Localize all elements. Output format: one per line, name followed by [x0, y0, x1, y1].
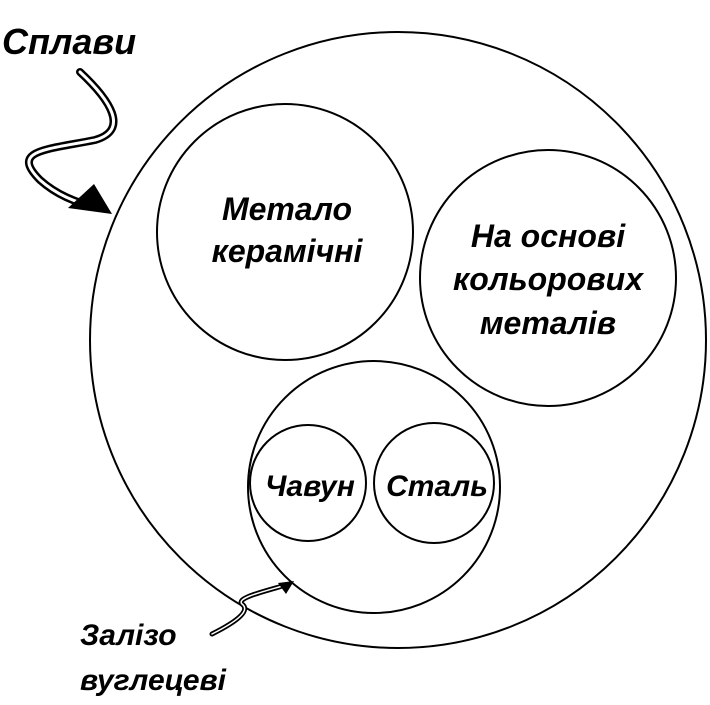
nonferrous-circle [419, 149, 677, 407]
cast-iron-circle [249, 424, 367, 542]
iron-carbon-circle [247, 360, 501, 614]
alloys-circle [89, 31, 707, 649]
iron-carbon-label-line1: Залізо [80, 619, 177, 652]
steel-circle [373, 422, 495, 544]
iron-carbon-arrow [209, 581, 294, 637]
cast-iron-label: Чавун [265, 470, 355, 503]
title-arrow [25, 68, 118, 214]
arrow-head-icon [68, 184, 112, 214]
iron-carbon-label-line2: вуглецеві [80, 664, 227, 697]
nonferrous-label-line3: металів [480, 305, 616, 341]
metal-ceramic-label-line1: Метало [222, 191, 352, 227]
arrow-head-icon [278, 581, 294, 594]
diagram-title: Сплави [2, 21, 136, 62]
metal-ceramic-label-line2: керамічні [212, 233, 364, 269]
metal-ceramic-circle [156, 103, 414, 361]
nonferrous-label-line1: На основі [471, 218, 626, 254]
steel-label: Сталь [386, 470, 488, 503]
nonferrous-label-line2: кольорових [453, 261, 644, 297]
